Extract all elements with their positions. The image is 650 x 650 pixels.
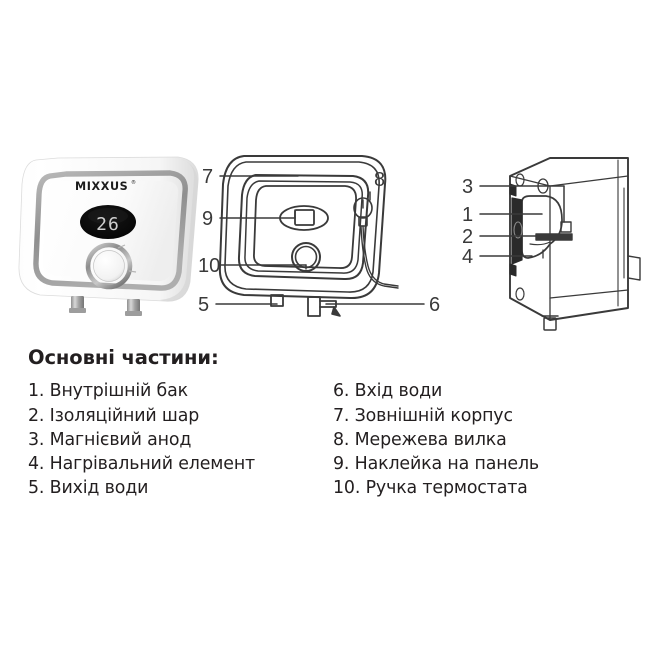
list-item: 8. Мережева вилка — [333, 429, 507, 450]
list-item: 5. Вихід води — [28, 478, 149, 499]
callout-3: 3 — [462, 176, 473, 198]
heating-element-flange — [560, 221, 572, 233]
list-item: 9. Наклейка на панель — [333, 454, 540, 475]
list-item: 4. Нагрівальний елемент — [28, 454, 256, 475]
heating-element-rod — [535, 233, 573, 241]
mid-casing-outline — [237, 174, 370, 281]
parts-columns: 1. Внутрішній бак 2. Ізоляційний шар 3. … — [28, 379, 628, 500]
mount-hole-top — [515, 173, 525, 187]
parts-column-left: 1. Внутрішній бак 2. Ізоляційний шар 3. … — [28, 379, 333, 500]
bottom-pipe-fitting — [543, 317, 557, 331]
mid-casing-inner-line — [244, 180, 363, 274]
temperature-display: 26 — [80, 205, 136, 239]
brand-logo-text: MIXXUS — [75, 180, 128, 193]
inner-tank-fold — [529, 241, 551, 246]
panel-sticker-window — [294, 209, 315, 226]
callout-2: 2 — [462, 226, 473, 248]
bezel-ring — [33, 170, 188, 291]
lower-seal — [509, 263, 517, 277]
casing-top-edge — [509, 175, 629, 187]
cutaway-diagram-figure: 3 1 2 4 — [450, 138, 650, 343]
list-item: 7. Зовнішній корпус — [333, 405, 513, 426]
callout-10: 10 — [198, 255, 220, 277]
knob-outer-circle — [291, 242, 321, 272]
insulation-detail — [513, 221, 523, 239]
callout-9: 9 — [202, 208, 213, 230]
product-photo-figure: MIXXUS ® 26 — [14, 138, 210, 343]
wall-bracket — [627, 255, 641, 281]
list-item: 10. Ручка термостата — [333, 478, 528, 499]
inlet-valve-handle — [331, 306, 341, 317]
power-plug-head — [353, 197, 373, 219]
list-item: 2. Ізоляційний шар — [28, 405, 200, 426]
parts-list-section: Основні частини: 1. Внутрішній бак 2. Із… — [28, 347, 628, 500]
callout-1: 1 — [462, 204, 473, 226]
outer-casing-inner-line — [224, 161, 380, 293]
list-item: 1. Внутрішній бак — [28, 381, 188, 402]
thermostat-knob[interactable] — [85, 242, 137, 290]
pipe-fittings — [69, 296, 142, 316]
power-cord — [362, 225, 399, 287]
figures-row: MIXXUS ® 26 — [0, 138, 650, 343]
callout-4: 4 — [462, 246, 473, 268]
brand-logo: MIXXUS ® — [75, 179, 136, 193]
callout-6: 6 — [429, 294, 440, 316]
knob-max-tick — [117, 244, 126, 249]
outer-casing-outline — [218, 155, 387, 300]
water-outlet-fitting — [270, 294, 284, 307]
front-diagram-figure: 7 9 10 5 8 6 — [198, 138, 446, 343]
mount-hole-bottom — [515, 287, 525, 301]
inner-tank-outline — [521, 195, 563, 259]
casing-bottom-edge — [549, 289, 629, 299]
callout-5: 5 — [198, 294, 209, 316]
callout-8: 8 — [374, 169, 385, 191]
knob-min-tick — [128, 270, 137, 273]
parts-list-title: Основні частини: — [28, 346, 219, 369]
inner-panel-outline — [253, 185, 357, 269]
list-item: 6. Вхід води — [333, 381, 443, 402]
casing-outer-body — [509, 157, 629, 321]
trademark-symbol: ® — [131, 179, 136, 186]
power-cord-edge — [360, 225, 399, 289]
callout-7: 7 — [202, 166, 213, 188]
display-value: 26 — [96, 214, 120, 235]
parts-column-right: 6. Вхід води 7. Зовнішній корпус 8. Мере… — [333, 379, 628, 500]
water-inlet-fitting — [307, 296, 321, 317]
list-item: 3. Магнієвий анод — [28, 429, 192, 450]
